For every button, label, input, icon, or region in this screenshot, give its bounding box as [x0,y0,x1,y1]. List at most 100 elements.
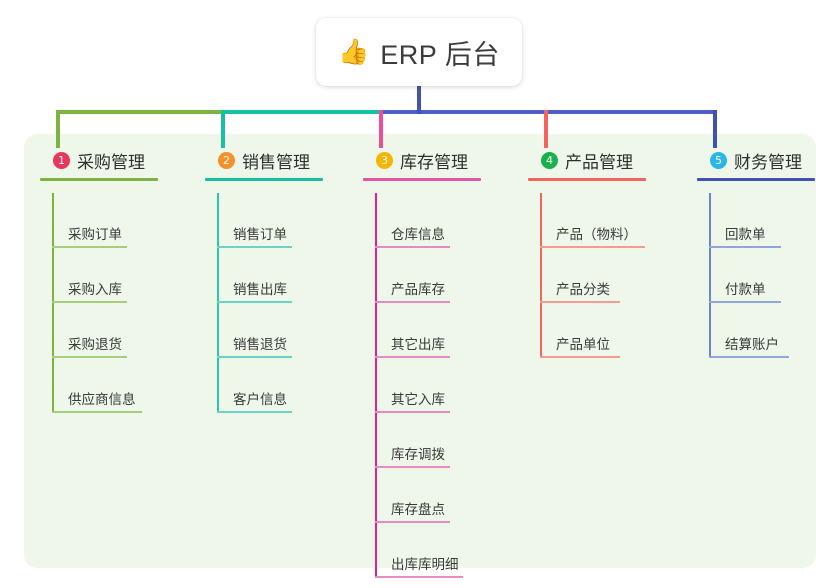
branch-title: 销售管理 [242,152,310,172]
branch-item[interactable]: 结算账户 [697,303,832,358]
branch-item-label: 采购入库 [68,282,122,297]
branch-title: 财务管理 [734,152,802,172]
branch-item-rule [52,301,127,303]
branch-spine [375,193,377,578]
branch-item-label: 客户信息 [233,392,287,407]
branch-item-rule [709,246,781,248]
branch-item-label: 产品（物料） [556,227,637,242]
branch-item-rule [217,246,292,248]
branch-header-rule [697,178,815,181]
branch-item-label: 库存调拨 [391,447,445,462]
branch-header-rule [363,178,481,181]
branch-item-label: 出库库明细 [391,557,459,572]
content-panel [24,134,816,568]
branch-item[interactable]: 库存盘点 [363,468,513,523]
branch-item-rule [52,356,127,358]
branch-item-rule [540,356,620,358]
branch-item-rule [217,411,292,413]
branch-item-label: 产品库存 [391,282,445,297]
branch-item-label: 其它出库 [391,337,445,352]
branch-number-badge: 2 [218,151,235,169]
branch-spine [52,193,54,413]
branch-item-rule [52,411,142,413]
branch-item-rule [375,301,450,303]
branch-item[interactable]: 库存调拨 [363,413,513,468]
branch-item-rule [709,356,789,358]
branch-item-rule [709,301,781,303]
branch-item[interactable]: 产品分类 [528,248,683,303]
branch-item-rule [217,301,292,303]
branch-items: 采购订单采购入库采购退货供应商信息 [40,193,190,413]
branch-item-rule [375,246,450,248]
branch-number-badge: 4 [541,151,558,169]
branch-item[interactable]: 回款单 [697,193,832,248]
branch-item-label: 结算账户 [725,337,779,352]
branch-item[interactable]: 供应商信息 [40,358,190,413]
thumbs-up-icon: 👍 [338,37,370,66]
branch-spine [540,193,542,358]
branch-item[interactable]: 采购退货 [40,303,190,358]
branch-column-销售管理: 2 销售管理销售订单销售出库销售退货客户信息 [205,147,350,413]
branch-item-rule [375,411,450,413]
branch-item[interactable]: 产品库存 [363,248,513,303]
branch-header-销售管理[interactable]: 2 销售管理 [205,147,350,173]
branch-header-rule [528,178,646,181]
branch-item-rule [52,246,127,248]
branch-item[interactable]: 销售退货 [205,303,350,358]
branch-item[interactable]: 采购订单 [40,193,190,248]
branch-item[interactable]: 采购入库 [40,248,190,303]
root-node-erp-backend[interactable]: 👍 ERP 后台 [316,18,522,86]
branch-item-label: 供应商信息 [68,392,136,407]
branch-item-label: 采购退货 [68,337,122,352]
branch-item-label: 采购订单 [68,227,122,242]
branch-item-rule [540,301,620,303]
branch-item[interactable]: 其它入库 [363,358,513,413]
connector-drop-1 [56,110,60,148]
branch-item-label: 仓库信息 [391,227,445,242]
branch-item[interactable]: 产品单位 [528,303,683,358]
connector-drop-3 [379,110,383,148]
branch-item[interactable]: 产品（物料） [528,193,683,248]
branch-spine [217,193,219,413]
branch-item-label: 销售订单 [233,227,287,242]
connector-root-stem [417,82,421,114]
root-node-content: 👍 ERP 后台 [338,33,500,72]
root-node-title: ERP 后台 [380,39,500,70]
branch-column-产品管理: 4 产品管理产品（物料） 产品分类产品单位 [528,147,683,358]
branch-number-badge: 5 [710,151,727,169]
branch-header-产品管理[interactable]: 4 产品管理 [528,147,683,173]
branch-title: 采购管理 [77,152,145,172]
branch-item[interactable]: 客户信息 [205,358,350,413]
branch-header-rule [40,178,158,181]
branch-number-badge: 3 [376,151,393,169]
branch-header-rule [205,178,323,181]
branch-item[interactable]: 出库库明细 [363,523,513,578]
branch-item[interactable]: 销售出库 [205,248,350,303]
branch-item-label: 产品单位 [556,337,610,352]
branch-header-财务管理[interactable]: 5 财务管理 [697,147,832,173]
branch-title: 产品管理 [565,152,633,172]
branch-items: 回款单付款单结算账户 [697,193,832,358]
branch-item-label: 库存盘点 [391,502,445,517]
branch-items: 产品（物料） 产品分类产品单位 [528,193,683,358]
branch-item-rule [375,521,450,523]
branch-item-rule [375,576,463,578]
connector-drop-5 [713,110,717,148]
branch-spine [709,193,711,358]
branch-item[interactable]: 销售订单 [205,193,350,248]
connector-drop-4 [544,110,548,148]
branch-item[interactable]: 付款单 [697,248,832,303]
branch-item[interactable]: 其它出库 [363,303,513,358]
branch-item-label: 付款单 [725,282,766,297]
branch-item-label: 产品分类 [556,282,610,297]
branch-item-rule [540,246,645,248]
branch-items: 仓库信息产品库存其它出库其它入库库存调拨库存盘点出库库明细 [363,193,513,578]
branch-items: 销售订单销售出库销售退货客户信息 [205,193,350,413]
branch-item[interactable]: 仓库信息 [363,193,513,248]
branch-item-label: 其它入库 [391,392,445,407]
